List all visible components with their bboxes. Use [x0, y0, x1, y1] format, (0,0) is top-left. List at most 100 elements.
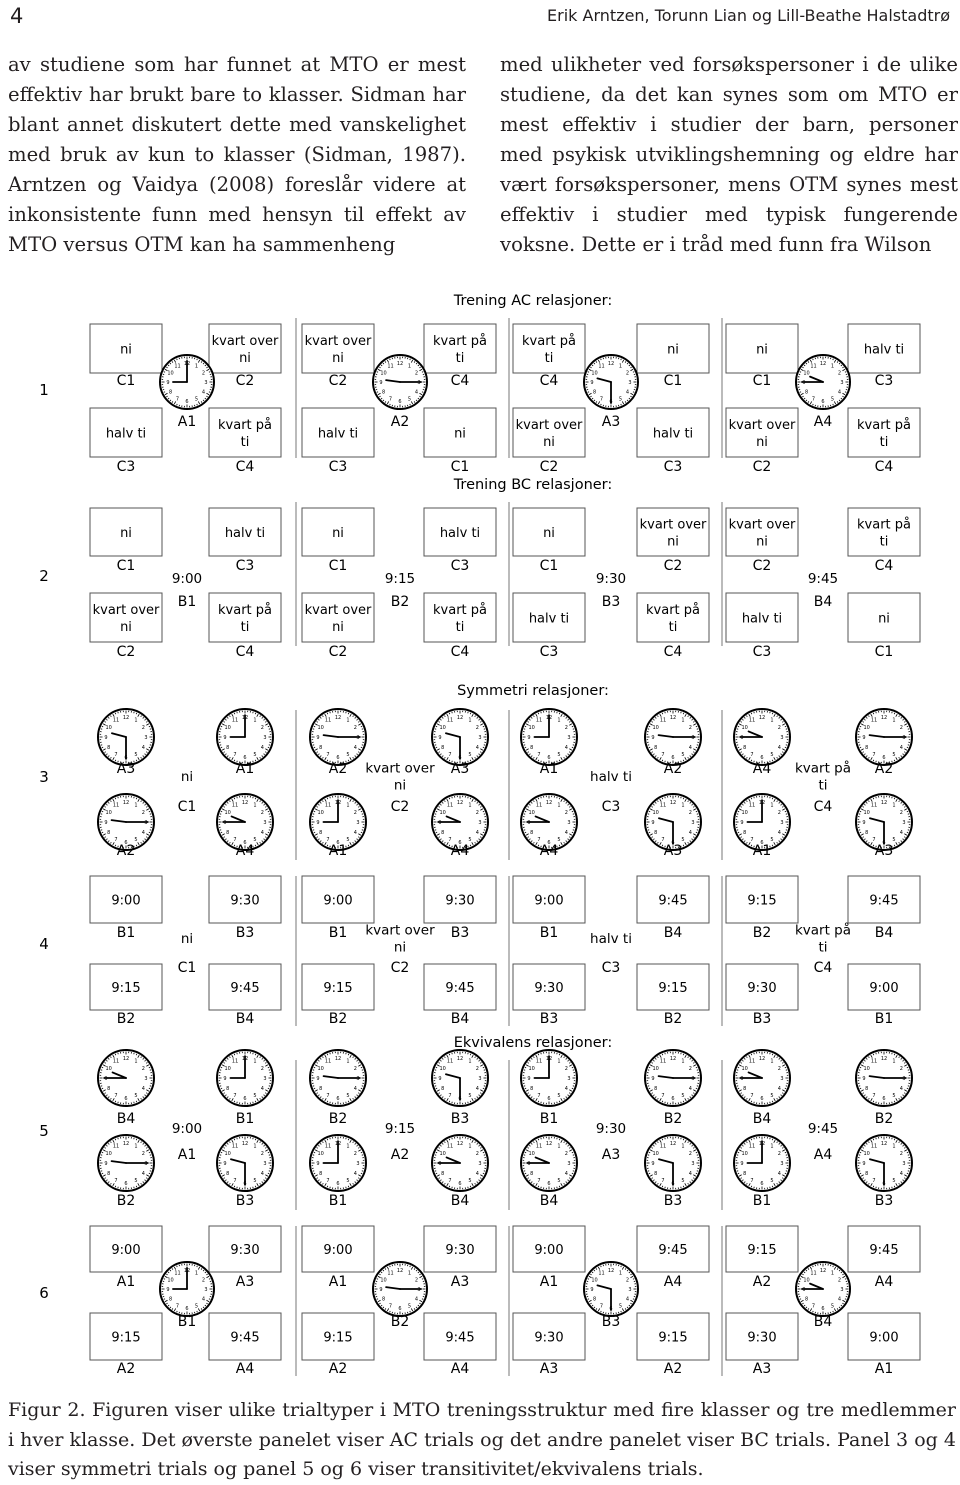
clock-numeral: 8 [107, 1086, 110, 1092]
panel-number: 1 [39, 381, 49, 399]
clock-tick [737, 831, 740, 834]
clock-tick [859, 831, 862, 834]
clock-numeral: 11 [447, 1143, 453, 1149]
stimulus-code: A3 [451, 1274, 469, 1290]
stimulus-code: C3 [329, 459, 348, 475]
clock-tick [653, 1059, 655, 1062]
clock-tick [533, 800, 535, 803]
clock-tick [778, 717, 781, 719]
clock-tick [738, 1064, 742, 1067]
clock-tick [859, 1087, 862, 1090]
clock-tick [202, 1269, 205, 1272]
clock-tick [440, 718, 442, 721]
choice-box [636, 963, 710, 1011]
clock-tick [322, 1097, 324, 1100]
clock-tick [620, 403, 622, 406]
clock-numeral: 11 [660, 802, 666, 808]
clock-numeral: 11 [810, 363, 816, 369]
clock-numeral: 2 [142, 1066, 145, 1072]
clock-tick [802, 1302, 804, 1305]
sample-label: halv ti [590, 769, 632, 785]
clock-tick [833, 1308, 837, 1312]
clock-tick [435, 831, 438, 834]
clock-tick [782, 1149, 786, 1152]
clock-tick [104, 836, 107, 838]
clock-tick [444, 841, 446, 844]
clock-tick [140, 800, 142, 803]
clock-numeral: 6 [760, 1096, 763, 1102]
choice-label: 9:15 [747, 1243, 776, 1258]
clock-tick [166, 395, 168, 398]
clock-tick [164, 1275, 168, 1279]
choice-label: kvart på [433, 603, 487, 618]
clock-tick [895, 1183, 898, 1187]
panel-header: Symmetri relasjoner: [457, 683, 609, 699]
clock-tick [906, 831, 909, 834]
clock-tick [316, 721, 319, 723]
clock-tick [898, 800, 900, 803]
clock-tick [357, 721, 360, 723]
clock-tick [256, 798, 259, 802]
clock-numeral: 4 [778, 830, 781, 836]
clock-tick [223, 721, 226, 723]
clock-tick [868, 800, 870, 803]
clock-numeral: 4 [689, 830, 692, 836]
clock-tick [231, 1183, 234, 1187]
clock-numeral: 1 [831, 1270, 834, 1276]
clock-tick [807, 401, 810, 403]
clock-tick [233, 844, 236, 847]
clock-numeral: 10 [439, 1151, 445, 1157]
clock-tick [356, 753, 358, 756]
clock-tick [259, 1141, 261, 1144]
clock-tick [773, 1139, 776, 1143]
choice-label: 9:30 [747, 1331, 776, 1346]
clock-numeral: 5 [468, 1178, 471, 1184]
clock-tick [357, 836, 360, 838]
clock-tick [809, 401, 813, 405]
stimulus-code: A4 [451, 1361, 470, 1377]
clock-tick [415, 1306, 418, 1309]
clock-tick [682, 712, 685, 715]
clock-numeral: 3 [263, 1076, 266, 1082]
sample-label: 9:30 [596, 1121, 626, 1137]
clock-tick [872, 1185, 875, 1188]
clock-tick [435, 725, 438, 728]
clock-numeral: 10 [803, 370, 809, 376]
clock-numeral: 11 [871, 1058, 877, 1064]
clock-tick [661, 712, 664, 715]
clock-tick [107, 802, 110, 804]
clock-numeral: 6 [547, 840, 550, 846]
clock-tick [862, 721, 865, 723]
clock-tick [778, 755, 781, 757]
clock-tick [651, 751, 654, 753]
clock-tick [748, 842, 751, 846]
clock-numeral: 11 [871, 1143, 877, 1149]
clock-numeral: 10 [652, 1066, 658, 1072]
clock-numeral: 7 [448, 1178, 451, 1184]
clock-numeral: 10 [741, 810, 747, 816]
clock-numeral: 7 [537, 1093, 540, 1099]
clock-tick [318, 838, 320, 841]
clock-tick [802, 1273, 804, 1276]
clock-tick [740, 1062, 743, 1064]
clock-numeral: 2 [900, 810, 903, 816]
choice-box [512, 592, 586, 643]
clock-tick [229, 841, 231, 844]
clock-tick [446, 1054, 449, 1058]
clock-tick [417, 364, 420, 367]
clock-tick [354, 1143, 357, 1145]
choice-label: ti [241, 435, 250, 450]
sample-label: ti [818, 940, 827, 956]
choice-label: kvart på [433, 334, 487, 349]
clock-numeral: 7 [389, 396, 392, 402]
clock-tick [256, 1054, 259, 1058]
clock-tick [571, 1066, 574, 1069]
clock-tick [687, 1182, 689, 1185]
clock-tick [319, 717, 322, 719]
clock-tick [591, 364, 594, 367]
clock-tick [226, 1143, 229, 1145]
clock-numeral: 12 [881, 800, 887, 806]
clock-numeral: 8 [319, 830, 322, 836]
clock-tick [649, 808, 653, 811]
clock-numeral: 6 [821, 399, 824, 405]
